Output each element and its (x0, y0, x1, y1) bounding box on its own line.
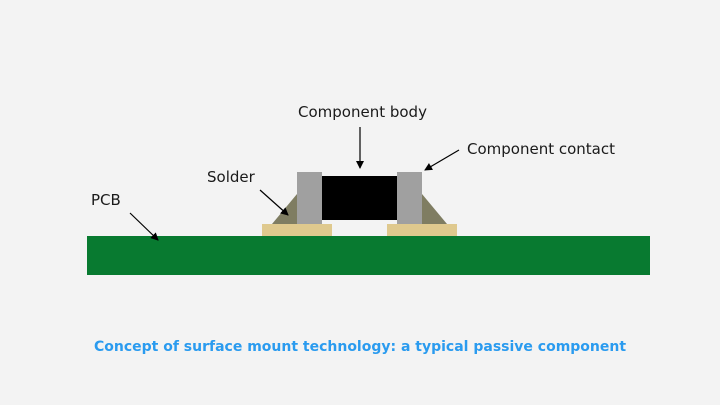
right-component-contact (397, 172, 422, 224)
left-pad (262, 224, 332, 236)
component-body-label: Component body (298, 103, 427, 121)
pcb-board (87, 236, 650, 275)
left-solder-fillet (272, 194, 297, 224)
pcb-arrow (129, 212, 159, 241)
solder-label: Solder (207, 168, 256, 186)
right-solder-fillet (422, 194, 447, 224)
pcb-label: PCB (91, 191, 121, 209)
component-contact-label: Component contact (467, 140, 615, 158)
left-component-contact (297, 172, 322, 224)
right-pad (387, 224, 457, 236)
component-contact-arrow (424, 149, 460, 171)
figure-caption: Concept of surface mount technology: a t… (93, 339, 627, 355)
solder-arrow (259, 189, 289, 216)
component-body (321, 176, 397, 220)
